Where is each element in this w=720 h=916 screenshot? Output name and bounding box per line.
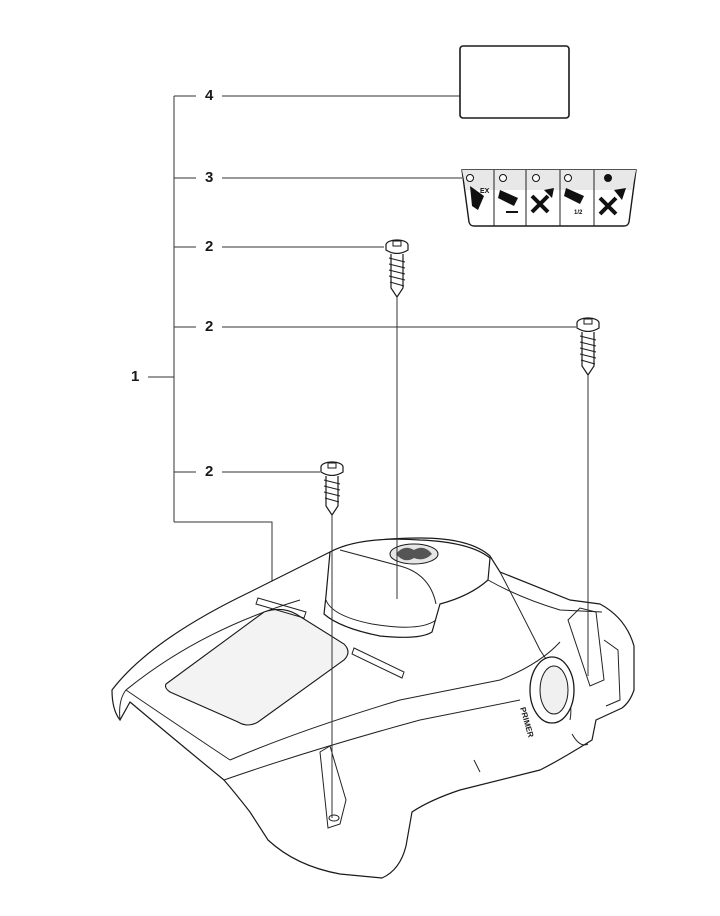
primer-icon — [498, 174, 518, 213]
svg-text:1/2: 1/2 — [574, 210, 583, 216]
screw-top — [385, 239, 409, 299]
callout-decal: 3 — [205, 169, 214, 186]
callout-label-plate: 4 — [205, 87, 214, 104]
instruction-decal: EX 1/2 — [461, 169, 637, 227]
callout-assembly: 1 — [131, 368, 140, 385]
screw-lower — [320, 461, 344, 517]
leader-lines — [148, 95, 576, 588]
callout-screw-top: 2 — [205, 238, 214, 255]
primer-port — [529, 656, 575, 724]
callout-screw-right: 2 — [205, 318, 214, 335]
screw-axis-lines — [331, 297, 589, 818]
label-plate — [459, 45, 570, 119]
half-choke-icon: 1/2 — [564, 174, 584, 216]
callout-screw-lower: 2 — [205, 463, 214, 480]
brand-emblem-icon — [389, 543, 439, 565]
cylinder-cover: PRIMER — [111, 537, 635, 879]
screw-right — [576, 317, 600, 377]
run-icon — [598, 174, 626, 216]
leader-line-assembly — [174, 521, 273, 588]
svg-text:EX: EX — [480, 188, 490, 195]
choke-icon: EX — [466, 174, 490, 210]
stop-icon — [530, 174, 554, 214]
